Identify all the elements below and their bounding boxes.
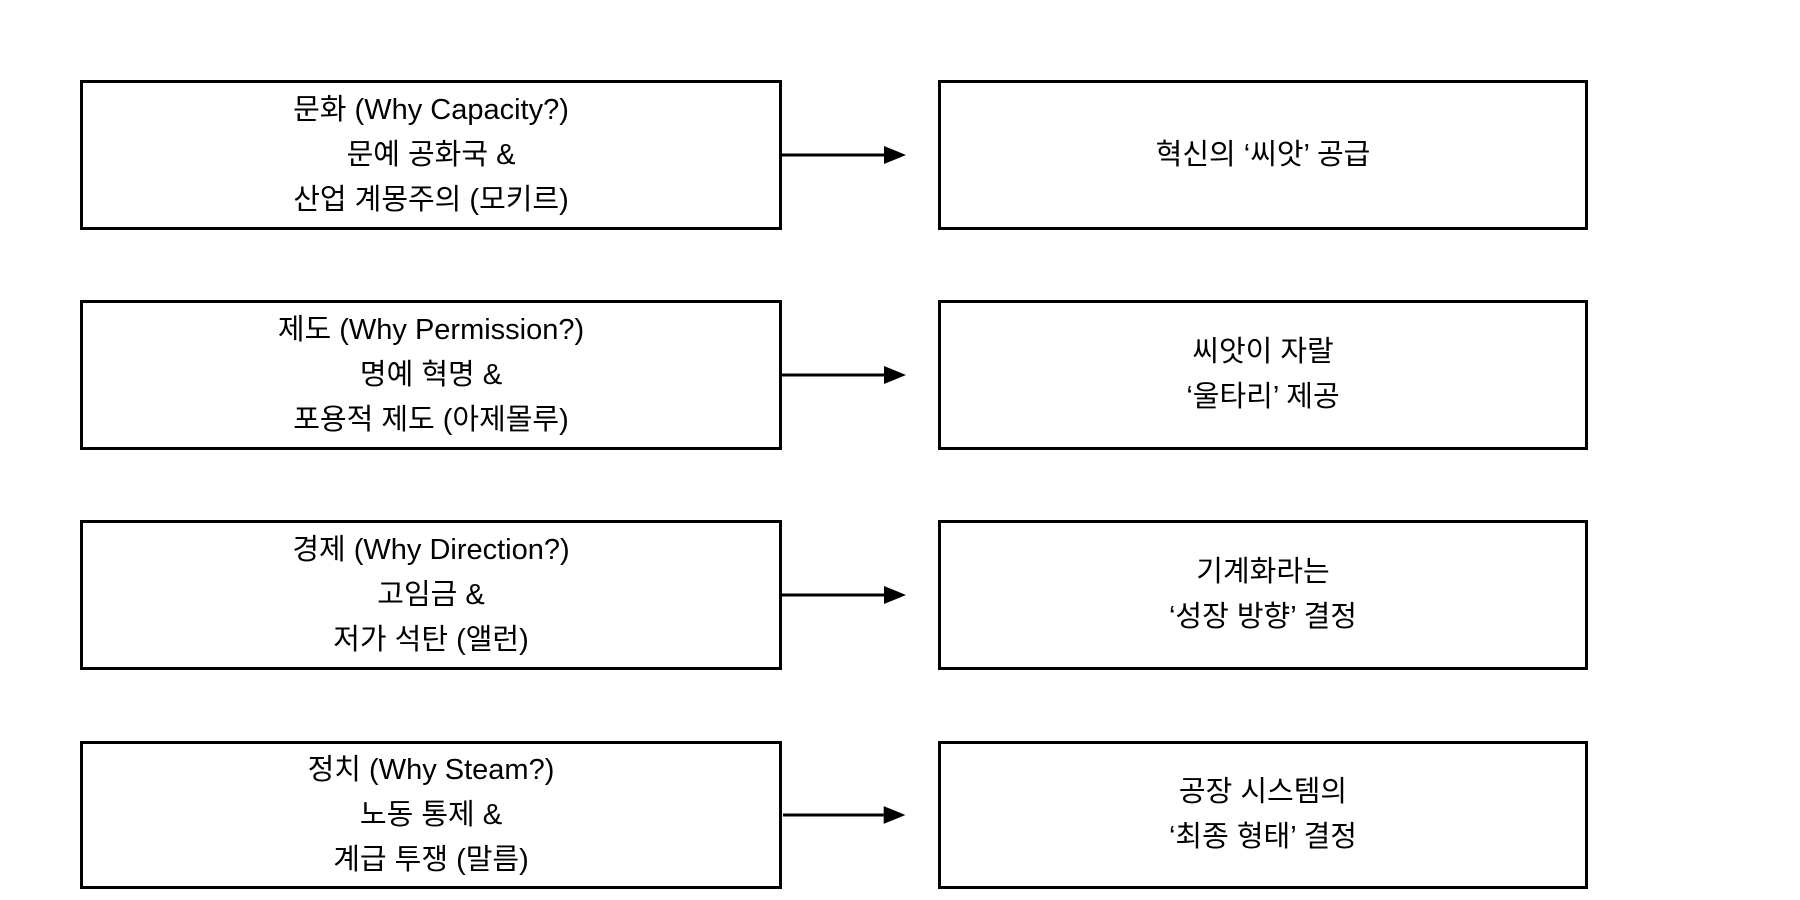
box-text-line: 저가 석탄 (앨런)	[333, 623, 529, 656]
cause-box-economy: 경제 (Why Direction?) 고임금 & 저가 석탄 (앨런)	[80, 520, 782, 670]
cause-box-politics: 정치 (Why Steam?) 노동 통제 & 계급 투쟁 (말름)	[80, 741, 782, 889]
effect-box-economy: 기계화라는 ‘성장 방향’ 결정	[938, 520, 1588, 670]
cause-box-culture: 문화 (Why Capacity?) 문예 공화국 & 산업 계몽주의 (모키르…	[80, 80, 782, 230]
box-text-line: 씨앗이 자랄	[1192, 336, 1334, 368]
right-arrow-icon	[782, 741, 938, 889]
box-text-line: 포용적 제도 (아제몰루)	[293, 403, 569, 436]
cause-box-institution: 제도 (Why Permission?) 명예 혁명 & 포용적 제도 (아제몰…	[80, 300, 782, 450]
right-arrow-icon	[782, 80, 938, 230]
box-text-line: ‘울타리’ 제공	[1186, 381, 1340, 413]
box-text-line: 혁신의 ‘씨앗’ 공급	[1155, 138, 1371, 171]
effect-box-culture: 혁신의 ‘씨앗’ 공급	[938, 80, 1588, 230]
effect-box-institution: 씨앗이 자랄 ‘울타리’ 제공	[938, 300, 1588, 450]
right-arrow-icon	[782, 520, 938, 670]
diagram-row-culture: 문화 (Why Capacity?) 문예 공화국 & 산업 계몽주의 (모키르…	[0, 80, 1800, 230]
diagram-row-economy: 경제 (Why Direction?) 고임금 & 저가 석탄 (앨런) 기계화…	[0, 520, 1800, 670]
effect-box-politics: 공장 시스템의 ‘최종 형태’ 결정	[938, 741, 1588, 889]
box-text-line: 기계화라는	[1196, 556, 1330, 588]
box-text-line: 계급 투쟁 (말름)	[333, 843, 529, 876]
diagram-row-institution: 제도 (Why Permission?) 명예 혁명 & 포용적 제도 (아제몰…	[0, 300, 1800, 450]
box-text-line: 경제 (Why Direction?)	[292, 533, 570, 566]
box-text-line: 산업 계몽주의 (모키르)	[293, 183, 569, 216]
right-arrow-icon	[782, 300, 938, 450]
box-text-line: ‘성장 방향’ 결정	[1168, 601, 1357, 633]
diagram-row-politics: 정치 (Why Steam?) 노동 통제 & 계급 투쟁 (말름) 공장 시스…	[0, 741, 1800, 889]
box-text-line: ‘최종 형태’ 결정	[1168, 821, 1357, 853]
box-text-line: 정치 (Why Steam?)	[307, 753, 555, 786]
box-text-line: 명예 혁명 &	[359, 358, 503, 391]
box-text-line: 공장 시스템의	[1178, 776, 1348, 808]
box-text-line: 제도 (Why Permission?)	[277, 313, 585, 346]
box-text-line: 노동 통제 &	[359, 798, 503, 831]
box-text-line: 문예 공화국 &	[346, 138, 516, 171]
box-text-line: 문화 (Why Capacity?)	[293, 93, 569, 126]
box-text-line: 고임금 &	[377, 578, 485, 611]
